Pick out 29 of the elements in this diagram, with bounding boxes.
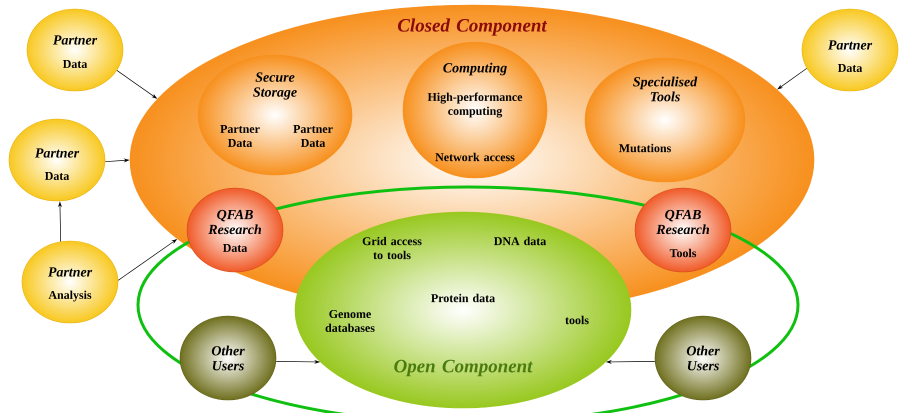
node-heading: Secure Storage bbox=[253, 72, 297, 100]
node-text: Partner Data bbox=[220, 125, 260, 147]
node-text: Genome databases bbox=[326, 310, 375, 332]
node-text: tools bbox=[565, 316, 589, 324]
node-heading: Other Users bbox=[686, 346, 720, 370]
component-title: Open Component bbox=[394, 360, 533, 376]
component-title: Closed Component bbox=[398, 18, 548, 36]
node-heading: Other Users bbox=[212, 346, 245, 370]
node-heading: QFAB Research bbox=[656, 210, 710, 234]
node-heading: Partner bbox=[828, 40, 872, 50]
node-text: Data bbox=[44, 172, 70, 180]
node-heading: Partner bbox=[48, 267, 92, 277]
node-heading: Computing bbox=[443, 62, 507, 76]
node-text: Network access bbox=[435, 152, 515, 162]
node-text: Tools bbox=[670, 248, 696, 258]
node-text: Mutations bbox=[618, 144, 671, 152]
node-heading: Specialised Tools bbox=[633, 76, 698, 102]
node-text: High-performance computing bbox=[428, 92, 522, 118]
node-text: Data bbox=[222, 244, 248, 252]
node-heading: Partner bbox=[52, 35, 98, 45]
node-text: Data bbox=[62, 60, 88, 68]
node-text: Data bbox=[838, 64, 862, 72]
node-text: Grid access to tools bbox=[362, 236, 422, 260]
node-text: DNA data bbox=[494, 236, 546, 246]
node-heading: Partner bbox=[34, 148, 80, 158]
node-text: Partner Data bbox=[293, 125, 333, 147]
node-text: Analysis bbox=[48, 290, 92, 302]
node-heading: QFAB Research bbox=[208, 210, 262, 234]
node-text: Protein data bbox=[431, 294, 495, 302]
